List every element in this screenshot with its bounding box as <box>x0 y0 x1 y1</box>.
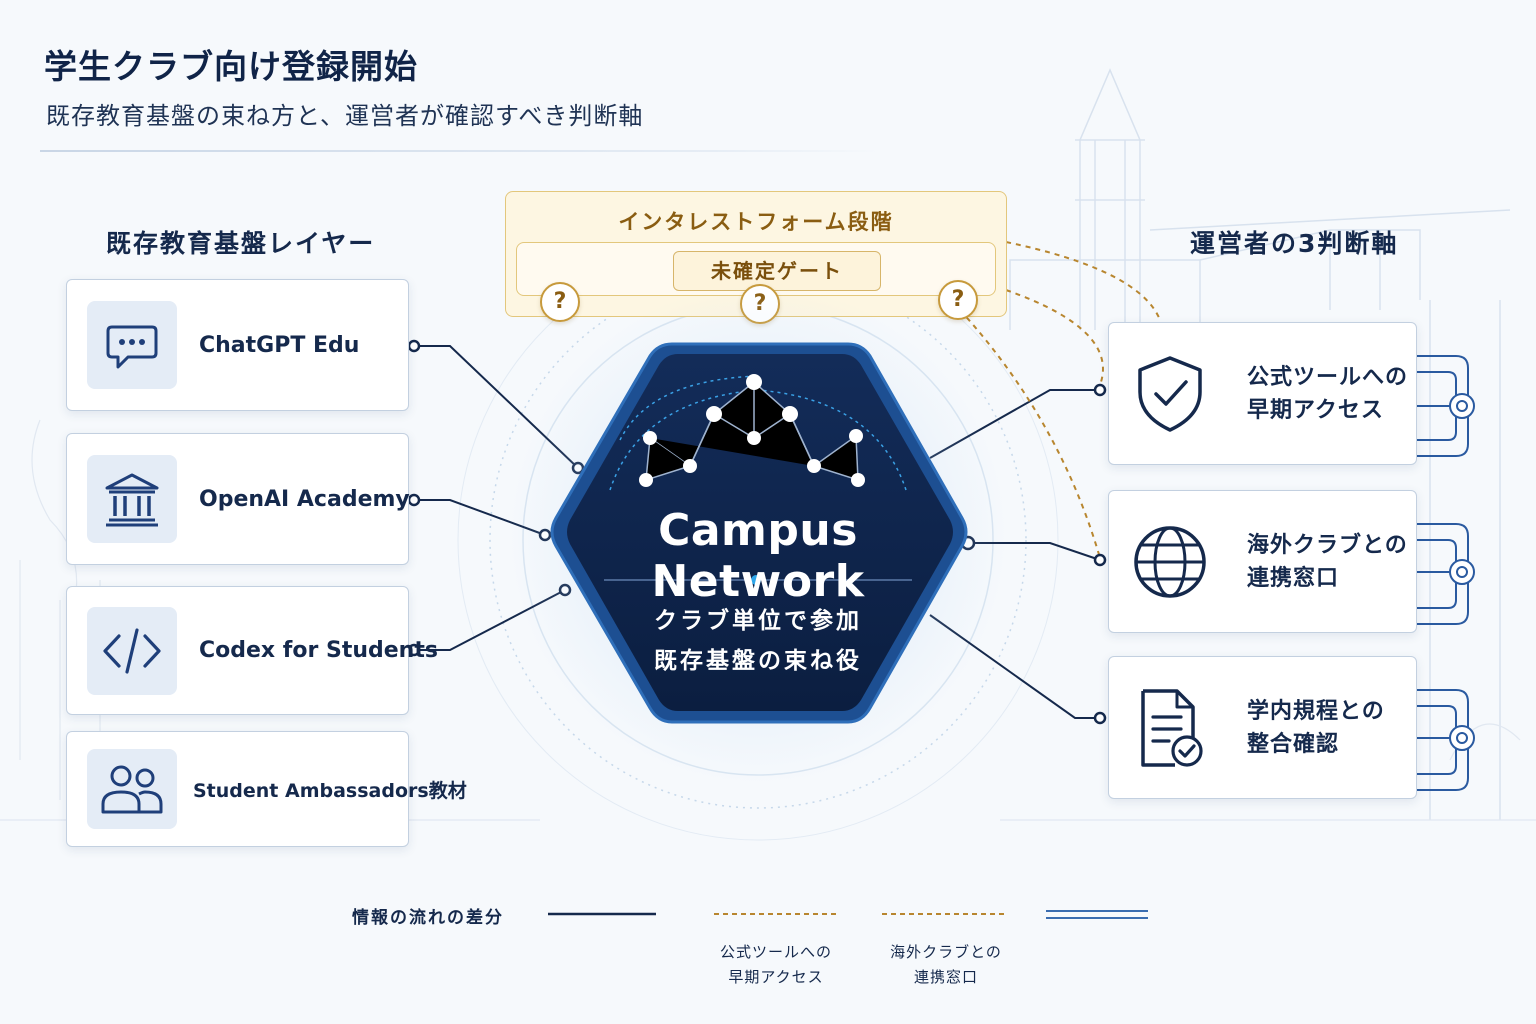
icon-box <box>87 749 177 829</box>
title-divider <box>40 150 880 152</box>
connector-chatgpt-edu <box>414 345 579 469</box>
card-international-clubs[interactable]: 海外クラブとの 連携窓口 <box>1108 490 1417 633</box>
node-dot <box>960 535 976 551</box>
card-label-line-2: 連携窓口 <box>1247 565 1340 591</box>
legend-caption-line-2: 連携窓口 <box>913 968 978 986</box>
connector-intl-clubs <box>968 542 1101 561</box>
people-icon <box>101 765 163 814</box>
hub-description-line-2: 既存基盤の束ね役 <box>654 648 862 674</box>
card-label-line-2: 早期アクセス <box>1247 397 1384 423</box>
icon-wrap <box>1131 688 1209 767</box>
card-label-openai-academy: OpenAI Academy <box>199 486 410 512</box>
card-label-student-ambassadors: Student Ambassadors教材 <box>193 779 467 802</box>
node-dot <box>571 461 585 475</box>
network-graph-nodes <box>639 374 865 487</box>
card-label-campus-rules: 学内規程との 整合確認 <box>1247 695 1385 761</box>
node-dot <box>538 528 552 542</box>
icon-box <box>87 606 177 695</box>
card-label-line-1: 海外クラブとの <box>1247 532 1408 558</box>
card-label-international-clubs: 海外クラブとの 連携窓口 <box>1247 529 1408 595</box>
node-dot <box>407 493 421 507</box>
legend-label: 情報の流れの差分 <box>352 908 504 928</box>
connector-openai-academy <box>414 499 546 536</box>
legend-caption-line-2: 早期アクセス <box>728 968 824 986</box>
card-label-chatgpt-edu: ChatGPT Edu <box>199 332 360 358</box>
icon-wrap <box>1131 523 1209 601</box>
icon-box <box>87 455 177 543</box>
network-graph-edges <box>645 381 859 482</box>
right-section-label: 運営者の3判断軸 <box>1190 229 1399 258</box>
card-codex-for-students[interactable]: Codex for Students <box>66 586 438 715</box>
hub-description: クラブ単位で参加 既存基盤の束ね役 <box>553 601 963 681</box>
legend-caption-international-clubs: 海外クラブとの 連携窓口 <box>870 940 1022 990</box>
hub-title: Campus Network <box>651 505 865 607</box>
node-dot <box>1093 711 1107 725</box>
legend-caption-early-access: 公式ツールへの 早期アクセス <box>700 940 852 990</box>
icon-wrap <box>1131 355 1209 433</box>
shield-check-icon <box>1138 355 1202 432</box>
hub-description-line-1: クラブ単位で参加 <box>654 608 862 634</box>
node-dot <box>1093 383 1107 397</box>
chat-bubble-icon <box>106 325 158 369</box>
left-section-label: 既存教育基盤レイヤー <box>106 229 376 258</box>
question-marker-right[interactable]: ? <box>938 280 978 320</box>
gold-dashed-connector-mid <box>1005 289 1104 386</box>
academy-building-icon <box>105 473 159 527</box>
undecided-gate-button[interactable]: 未確定ゲート <box>673 251 881 291</box>
legend-caption-line-1: 海外クラブとの <box>890 943 1002 961</box>
card-label-line-2: 整合確認 <box>1247 731 1340 757</box>
card-early-access[interactable]: 公式ツールへの 早期アクセス <box>1108 322 1417 465</box>
code-brackets-icon <box>103 627 161 674</box>
node-dot <box>407 339 421 353</box>
card-label-codex: Codex for Students <box>199 638 438 663</box>
page-subtitle: 既存教育基盤の束ね方と、運営者が確認すべき判断軸 <box>46 102 644 130</box>
question-marker-center[interactable]: ? <box>740 284 780 324</box>
card-label-line-1: 公式ツールへの <box>1247 364 1409 390</box>
card-student-ambassadors[interactable]: Student Ambassadors教材 <box>66 731 467 847</box>
document-check-icon <box>1141 688 1203 767</box>
card-openai-academy[interactable]: OpenAI Academy <box>66 433 410 565</box>
card-label-line-1: 学内規程との <box>1247 698 1385 724</box>
page-title: 学生クラブ向け登録開始 <box>44 47 418 86</box>
globe-icon <box>1134 525 1206 598</box>
icon-box <box>87 301 177 389</box>
interest-form-phase-panel: インタレストフォーム段階 未確定ゲート ? ? ? <box>505 191 1007 324</box>
connector-early-access <box>929 389 1100 459</box>
phase-title: インタレストフォーム段階 <box>618 210 894 234</box>
card-label-early-access: 公式ツールへの 早期アクセス <box>1247 361 1408 427</box>
hub-dotted-arcs <box>609 375 907 491</box>
card-chatgpt-edu[interactable]: ChatGPT Edu <box>66 279 409 411</box>
card-campus-rules[interactable]: 学内規程との 整合確認 <box>1108 656 1417 799</box>
node-dot <box>1093 553 1107 567</box>
gold-dashed-connector-top <box>1005 241 1161 321</box>
legend-caption-line-1: 公式ツールへの <box>719 943 832 961</box>
gold-dashed-connector-low <box>959 309 1101 559</box>
question-marker-left[interactable]: ? <box>540 282 580 322</box>
